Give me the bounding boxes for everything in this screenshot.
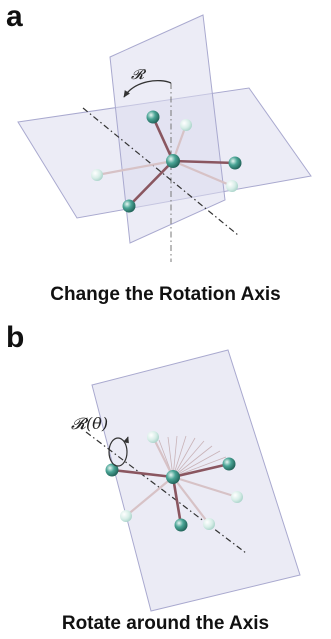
atom: [122, 199, 136, 213]
bond-faded: [172, 476, 210, 525]
bond: [151, 116, 175, 162]
bond: [171, 476, 183, 526]
loop-arrowhead: [123, 436, 129, 444]
atom-faded: [203, 518, 215, 530]
bond: [128, 160, 174, 207]
panel-b: b: [0, 320, 331, 639]
rotation-label-a: 𝓡: [131, 67, 147, 83]
plane: [91, 349, 301, 612]
atom-faded: [226, 180, 238, 192]
atom-faded: [147, 431, 159, 443]
rotation-label-b: 𝓡(θ): [71, 414, 108, 433]
bond-faded: [172, 159, 233, 188]
bond-faded: [96, 159, 174, 177]
bond: [172, 462, 230, 479]
loop-arrow-icon: [108, 437, 128, 467]
atom-faded: [231, 491, 243, 503]
atom: [105, 463, 119, 477]
atom-center: [166, 154, 180, 168]
atom: [174, 518, 188, 532]
panel-a-diagram: 𝓡: [17, 14, 312, 262]
atom: [222, 457, 236, 471]
plane-2: [109, 14, 226, 244]
panel-a: a: [6, 0, 312, 305]
bond-faded: [172, 475, 238, 499]
atom-faded: [180, 119, 192, 131]
atom-center: [166, 470, 180, 484]
bond-faded: [152, 436, 174, 478]
panel-a-caption: Change the Rotation Axis: [50, 284, 281, 305]
atom: [146, 110, 160, 124]
atom: [228, 156, 242, 170]
panel-b-letter: b: [6, 321, 25, 354]
panel-a-letter: a: [6, 0, 23, 33]
panel-b-caption: Rotate around the Axis: [61, 613, 270, 634]
curved-arrow-icon: [123, 80, 172, 98]
rotation-axis: [85, 431, 247, 554]
panel-b-diagram: 𝓡(θ): [71, 349, 301, 612]
bond: [172, 159, 236, 165]
atom-faded: [91, 169, 103, 181]
bond: [111, 468, 174, 479]
atom-faded: [120, 510, 132, 522]
rotation-axis: [82, 107, 239, 236]
bond-faded: [125, 476, 174, 517]
